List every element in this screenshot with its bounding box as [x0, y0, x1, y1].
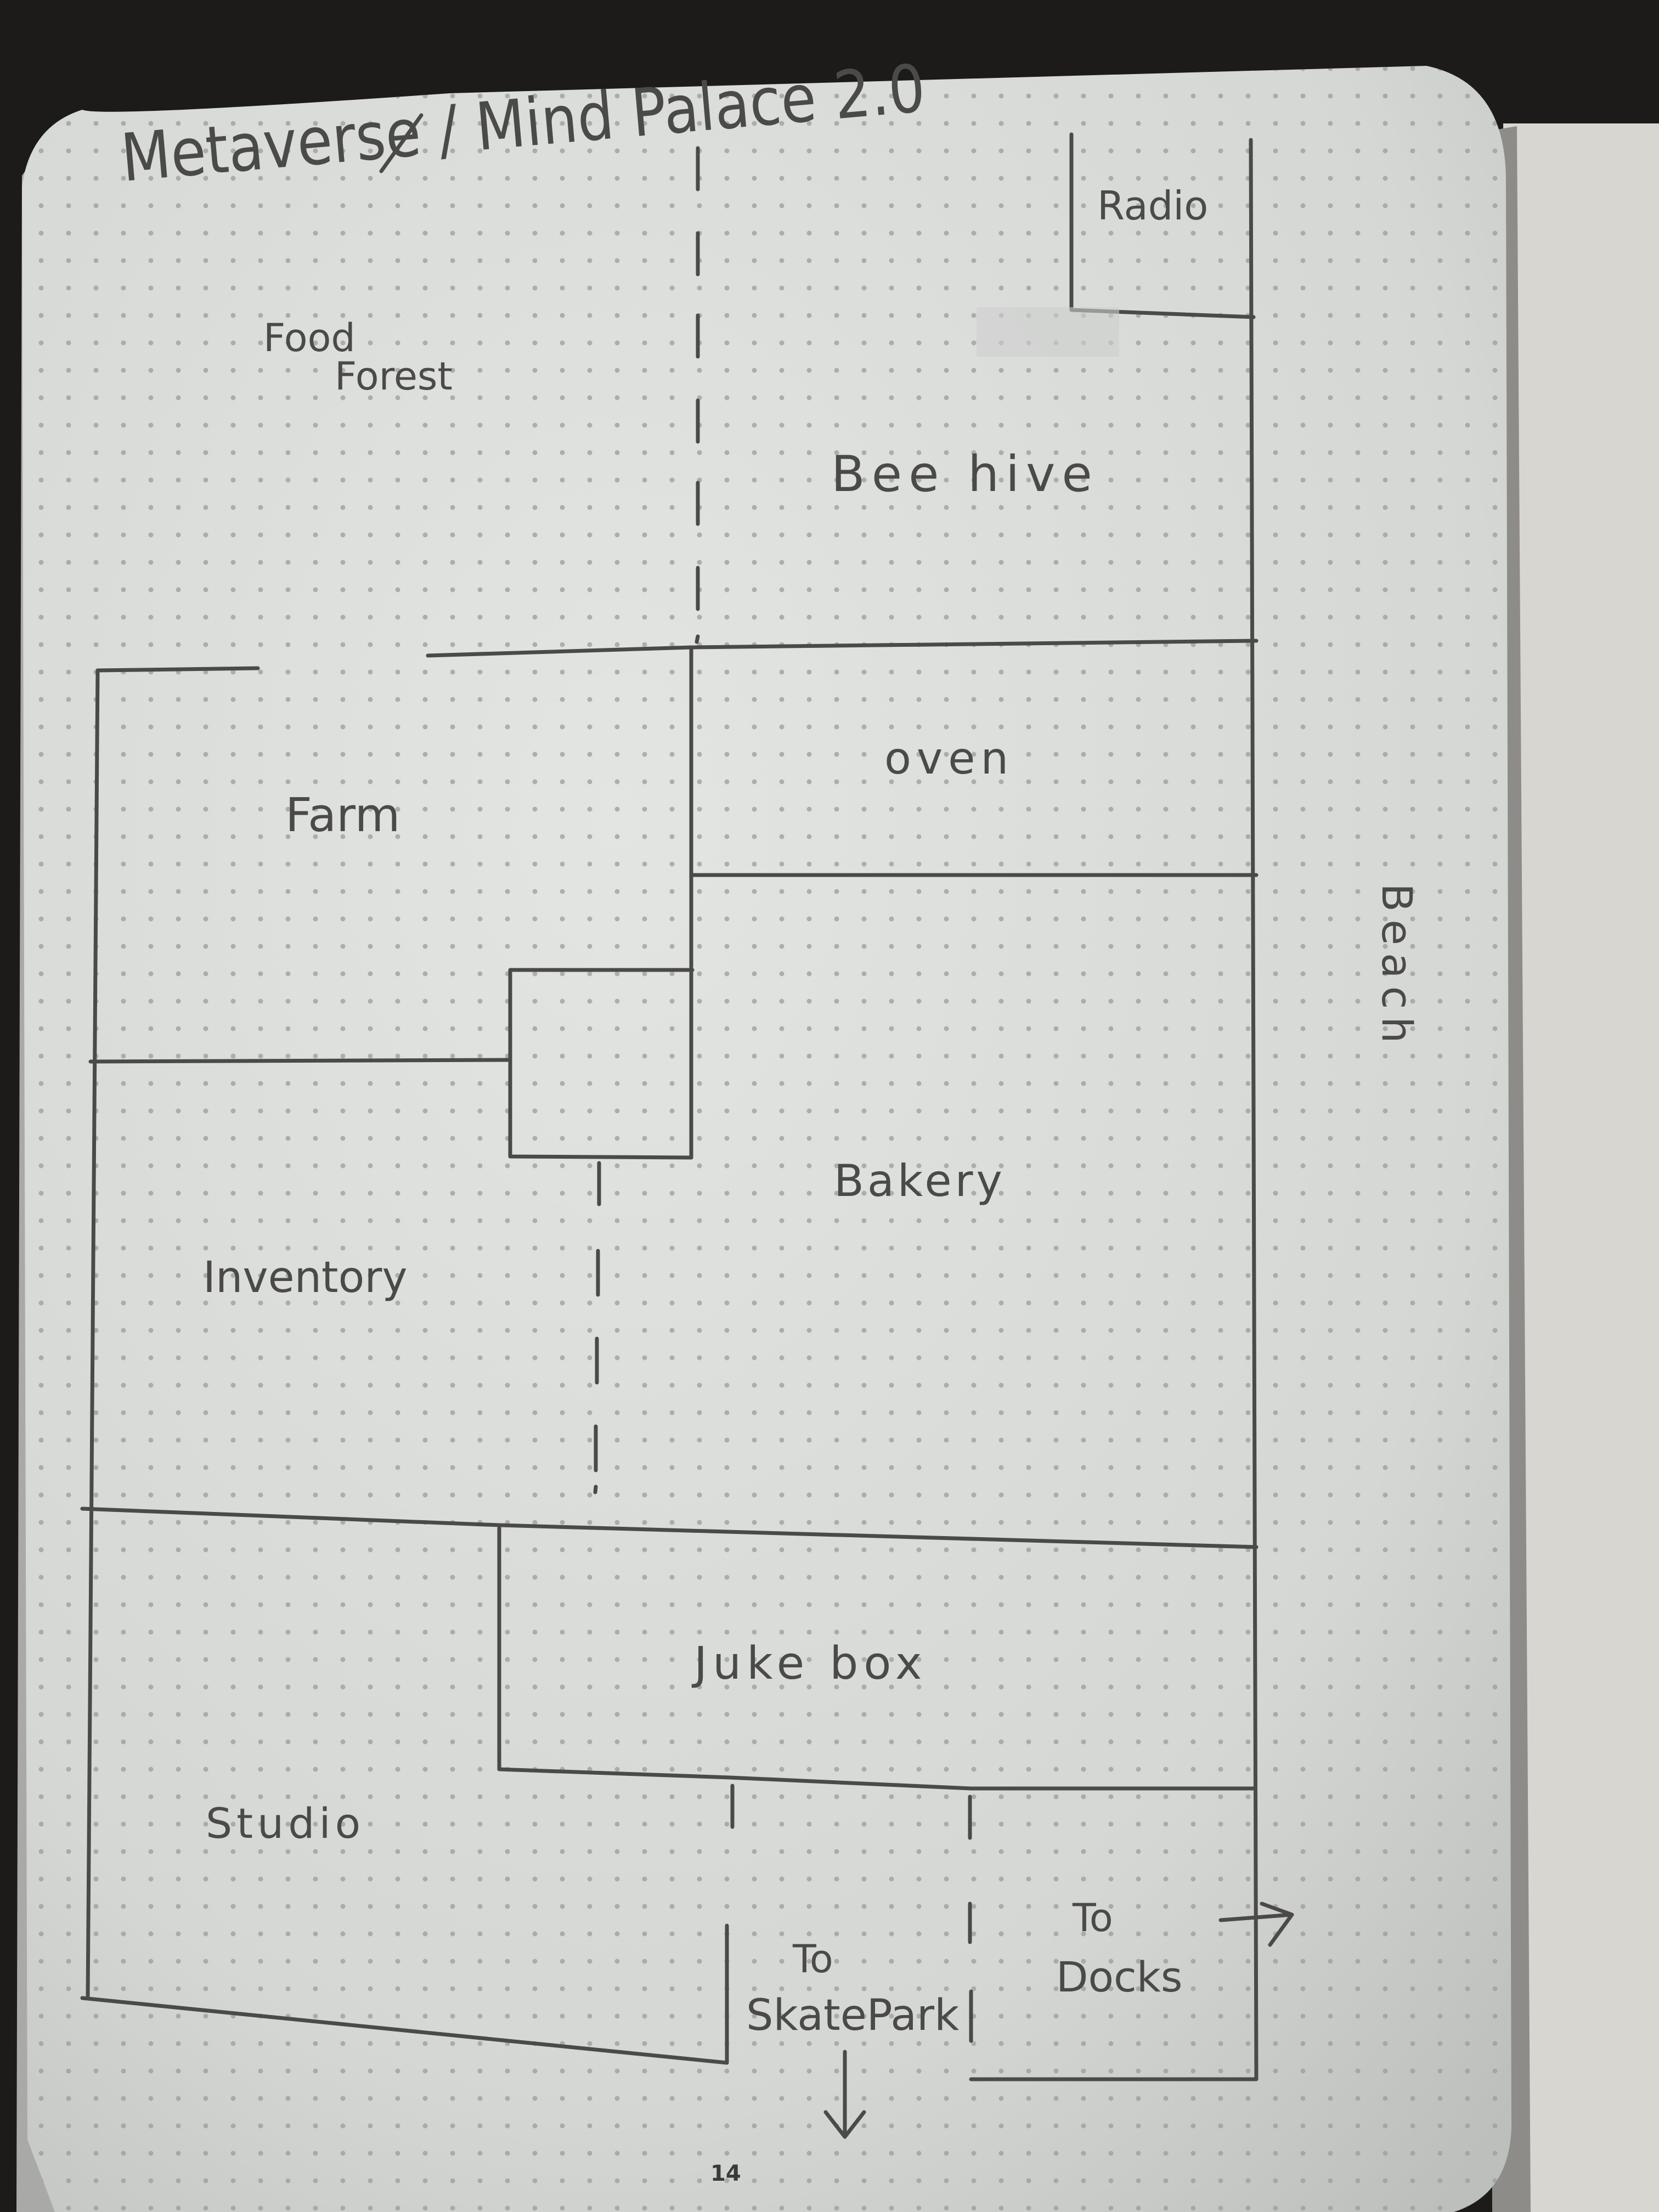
- label-to-docks-2: Docks: [1056, 1953, 1182, 2001]
- eraser-smudge: [977, 307, 1119, 357]
- arrow-to-docks: [1218, 1901, 1294, 1947]
- top-dashed-divider: [695, 146, 700, 644]
- label-to-skatepark-1: To: [792, 1937, 833, 1982]
- label-to-docks-1: To: [1072, 1895, 1113, 1940]
- jukebox-ticks: [730, 1784, 973, 2043]
- page-number: 14: [710, 2161, 741, 2186]
- studio-bottom-wall: [80, 1923, 729, 2065]
- central-wall: [508, 645, 695, 1160]
- label-oven: oven: [884, 733, 1014, 784]
- farm-top-wall: [95, 666, 260, 673]
- arrow-to-skatepark: [823, 2050, 866, 2139]
- label-food: Food: [263, 315, 356, 360]
- label-jukebox: Juke box: [691, 1638, 927, 1690]
- farm-left-wall: [86, 668, 100, 1999]
- label-bee-hive: Bee hive: [831, 445, 1099, 503]
- label-beach: Beach: [1373, 883, 1421, 1051]
- jukebox-left-wall: [497, 1526, 1256, 1791]
- floor-plan: [80, 113, 1294, 2139]
- label-radio: Radio: [1097, 183, 1208, 229]
- label-farm: Farm: [285, 788, 400, 843]
- facing-page: [1503, 123, 1659, 2212]
- lower-dashed-divider: [593, 1161, 601, 1494]
- title-slash: [379, 113, 424, 173]
- dot-grid: [22, 66, 1511, 2212]
- label-forest: Forest: [335, 354, 453, 399]
- right-wall: [969, 138, 1259, 2081]
- label-inventory: Inventory: [203, 1253, 408, 1302]
- jukebox-top-wall: [80, 1506, 1259, 1549]
- label-studio: Studio: [206, 1799, 365, 1848]
- farm-bottom-wall: [88, 1058, 510, 1064]
- label-to-skatepark-2: SkatePark: [746, 1991, 959, 2040]
- label-bakery: Bakery: [834, 1155, 1006, 1206]
